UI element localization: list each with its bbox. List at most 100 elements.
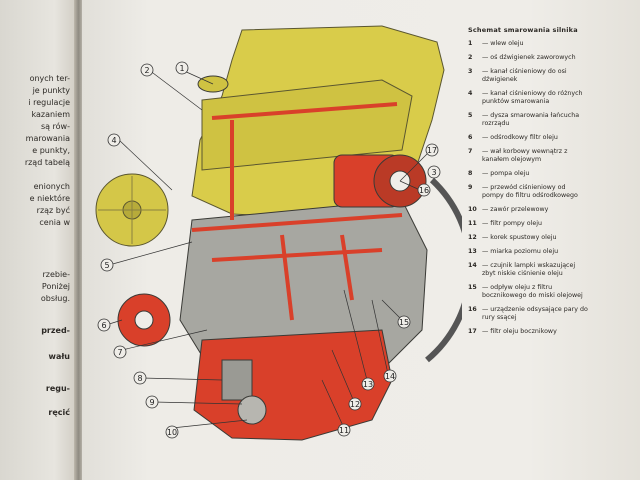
callout-label: 14 — [385, 372, 395, 381]
legend-text: — czujnik lampki wskazującej zbyt niskie… — [482, 262, 576, 277]
legend-item: 11 — filtr pompy oleju — [468, 220, 588, 228]
book-gutter — [74, 0, 84, 480]
callout-label: 12 — [350, 400, 360, 409]
legend-number: 10 — [468, 206, 477, 213]
left-text-fragment: kazaniem — [31, 110, 70, 119]
left-text-fragment: Poniżej — [41, 282, 70, 291]
left-text-fragment: rząz być — [36, 206, 70, 215]
legend-title: Schemat smarowania silnika — [468, 26, 578, 34]
legend-number: 5 — [468, 112, 473, 119]
legend-text: — odśrodkowy filtr oleju — [482, 134, 558, 141]
callout-circles — [97, 61, 441, 439]
left-page: onych ter- je punkty i regulacje kazanie… — [0, 0, 78, 480]
right-page: 1 2 4 5 6 7 8 9 10 11 12 13 14 15 16 17 … — [82, 0, 640, 480]
legend-text: — odpływ oleju z filtru bocznikowego do … — [482, 284, 583, 299]
legend-item: 17 — filtr oleju bocznikowy — [468, 328, 588, 336]
legend-item: 7— wał korbowy wewnątrz z kanałem olejow… — [468, 148, 588, 164]
engine-lubrication-illustration: 1 2 4 5 6 7 8 9 10 11 12 13 14 15 16 17 … — [95, 25, 462, 441]
left-text-fragment: e punkty, — [32, 146, 70, 155]
legend-text: — pompa oleju — [482, 170, 530, 177]
oil-pump — [221, 359, 253, 401]
legend-number: 15 — [468, 284, 477, 291]
legend-text: — kanał ciśnieniowy do osi dźwigienek — [482, 68, 567, 83]
legend-text: — miarka poziomu oleju — [482, 248, 559, 255]
legend-number: 3 — [468, 68, 473, 75]
left-text-fragment: onych ter- — [29, 74, 70, 83]
oil-passages — [191, 102, 403, 321]
callout-label: 3 — [431, 168, 436, 177]
legend-number: 11 — [468, 220, 477, 227]
callout-label: 13 — [363, 380, 373, 389]
legend-text: — oś dźwigienek zaworowych — [482, 54, 576, 61]
cooling-fan — [95, 173, 169, 247]
legend-number: 14 — [468, 262, 477, 269]
left-text-fragment: rząd tabelą — [24, 158, 70, 167]
left-text-fragment: i regulacje — [28, 98, 70, 107]
legend-item: 5 — dysza smarowania łańcucha rozrządu — [468, 112, 588, 128]
callout-label: 16 — [419, 186, 429, 195]
left-text-fragment: marowania — [25, 134, 70, 143]
legend-item: 15 — odpływ oleju z filtru bocznikowego d… — [468, 284, 588, 300]
legend-text: — wlew oleju — [482, 40, 524, 47]
legend-item: 16 — urządzenie odsysające pary do rury s… — [468, 306, 588, 322]
legend-text: — filtr oleju bocznikowy — [482, 328, 557, 335]
legend-item: 2 — oś dźwigienek zaworowych — [468, 54, 588, 62]
legend-item: 12— korek spustowy oleju — [468, 234, 588, 242]
legend-item: 3 — kanał ciśnieniowy do osi dźwigienek — [468, 68, 588, 84]
cylinder-head — [201, 79, 413, 171]
oil-strainer — [237, 395, 267, 425]
left-text-fragment: przed- — [41, 326, 70, 335]
legend-item: 8 — pompa oleju — [468, 170, 588, 178]
legend-item: 4 — kanał ciśnieniowy do różnych punktów … — [468, 90, 588, 106]
legend-text: — filtr pompy oleju — [482, 220, 542, 227]
legend-number: 17 — [468, 328, 477, 335]
callout-label: 6 — [101, 321, 106, 330]
callout-label: 1 — [179, 64, 184, 73]
legend-number: 9 — [468, 184, 473, 191]
legend-number: 12 — [468, 234, 477, 241]
legend-number: 8 — [468, 170, 473, 177]
centrifugal-filter — [333, 154, 427, 208]
left-text-fragment: cenia w — [39, 218, 70, 227]
legend-item: 10 — zawór przelewowy — [468, 206, 588, 214]
callout-label: 11 — [339, 426, 349, 435]
left-text-fragment: wału — [48, 352, 70, 361]
legend: Schemat smarowania silnika 1 — wlew oleju… — [468, 26, 588, 342]
callout-label: 8 — [137, 374, 142, 383]
left-text-fragment: obsług. — [40, 294, 70, 303]
left-text-fragment: rzebie- — [42, 270, 70, 279]
legend-number: 16 — [468, 306, 477, 313]
legend-item: 9 — przewód ciśnieniowy od pompy do filtr… — [468, 184, 588, 200]
callouts — [105, 69, 430, 429]
legend-text: — dysza smarowania łańcucha rozrządu — [482, 112, 580, 127]
callout-label: 2 — [144, 66, 149, 75]
legend-text: — wał korbowy wewnątrz z kanałem olejowy… — [482, 148, 568, 163]
legend-item: 14 — czujnik lampki wskazującej zbyt nisk… — [468, 262, 588, 278]
left-text-fragment: są rów- — [40, 122, 70, 131]
left-text-fragment: ręcić — [48, 408, 70, 417]
left-text-fragment: e niektóre — [29, 194, 70, 203]
legend-item: 1 — wlew oleju — [468, 40, 588, 48]
legend-item: 13 — miarka poziomu oleju — [468, 248, 588, 256]
callout-label: 10 — [167, 428, 177, 437]
legend-number: 1 — [468, 40, 473, 47]
legend-text: — urządzenie odsysające pary do rury ssą… — [482, 306, 588, 321]
legend-text: — kanał ciśnieniowy do różnych punktów s… — [482, 90, 583, 105]
callout-label: 7 — [117, 348, 122, 357]
legend-item: 6 — odśrodkowy filtr oleju — [468, 134, 588, 142]
front-pulley — [117, 293, 171, 347]
callout-label: 9 — [149, 398, 154, 407]
callout-label: 17 — [427, 146, 437, 155]
legend-number: 6 — [468, 134, 473, 141]
legend-text: — przewód ciśnieniowy od pompy do filtru… — [482, 184, 578, 199]
legend-text: — zawór przelewowy — [482, 206, 549, 213]
callout-label: 4 — [111, 136, 116, 145]
left-text-fragment: je punkty — [32, 86, 70, 95]
flywheel — [425, 177, 462, 363]
legend-number: 4 — [468, 90, 473, 97]
callout-label: 15 — [399, 318, 409, 327]
legend-number: 13 — [468, 248, 477, 255]
callout-label: 5 — [104, 261, 109, 270]
legend-number: 2 — [468, 54, 473, 61]
left-text-fragment: enionych — [33, 182, 70, 191]
